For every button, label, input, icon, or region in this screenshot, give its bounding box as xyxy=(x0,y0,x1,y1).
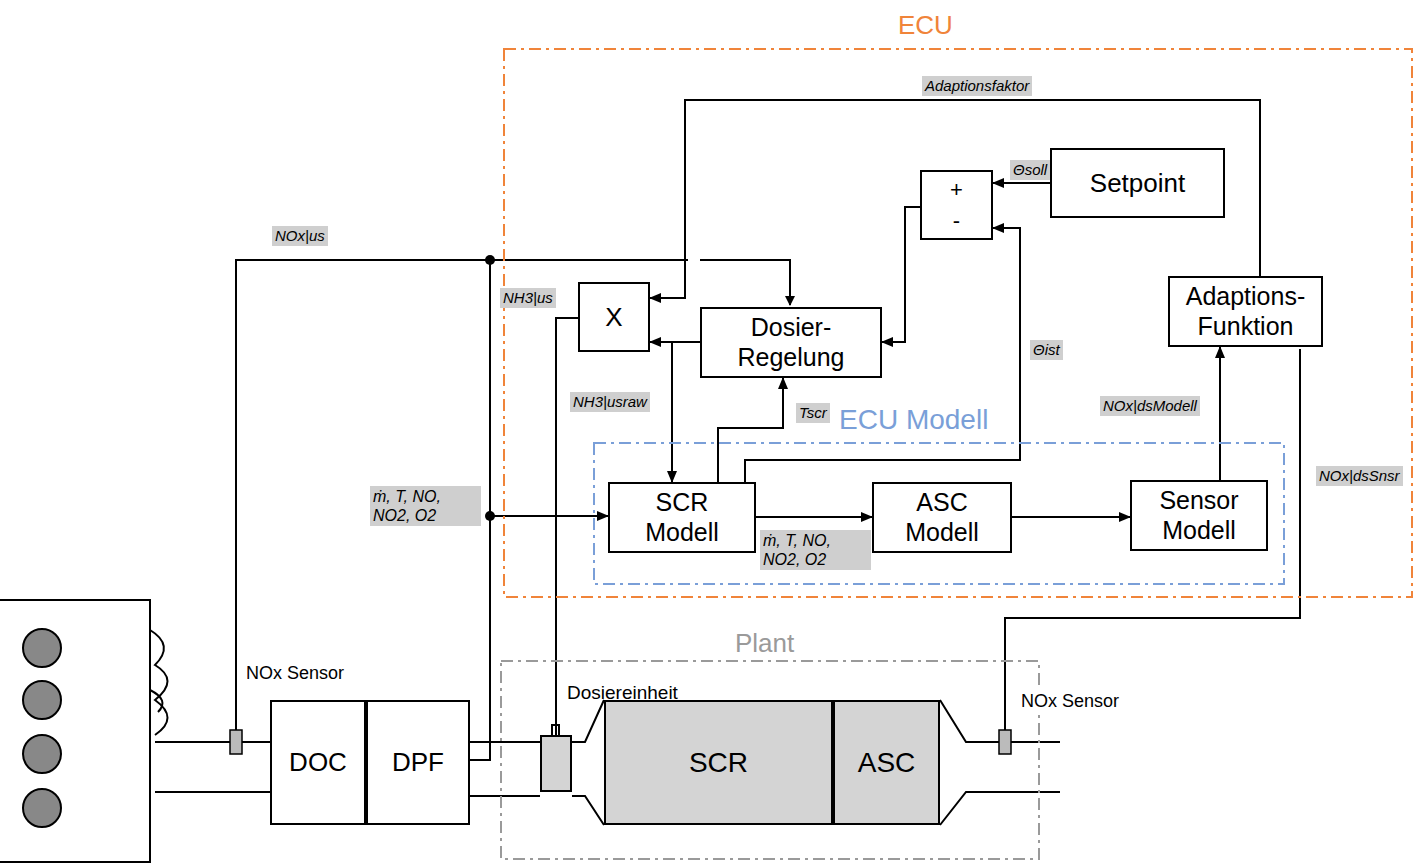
box-label: ASC xyxy=(858,746,916,779)
signal-label: Tscr xyxy=(796,403,830,423)
connector xyxy=(470,516,608,760)
controller-box: Dosier- Regelung xyxy=(700,307,882,378)
box-label: Sensor Modell xyxy=(1138,486,1260,545)
connector xyxy=(1012,516,1130,518)
box-label: Setpoint xyxy=(1090,168,1185,199)
signal-label: NH3|usraw xyxy=(570,392,650,412)
box-label: - xyxy=(953,208,960,234)
signal-wire xyxy=(236,260,1300,730)
heading: Dosiereinheit xyxy=(567,682,678,704)
connector xyxy=(1219,347,1221,480)
signal-label: Θist xyxy=(1030,340,1063,360)
box-label: + xyxy=(950,177,963,203)
signal-label: NOx|us xyxy=(272,226,328,246)
connector xyxy=(718,378,783,482)
signal-label: NH3|us xyxy=(500,288,556,308)
junction-dot xyxy=(485,255,495,521)
connector xyxy=(556,318,578,735)
signal-label: NOx|dsModell xyxy=(1100,396,1200,416)
connector xyxy=(672,342,700,482)
catalyst-box: SCR xyxy=(604,700,833,825)
box-label: ASC Modell xyxy=(880,488,1004,547)
signal-label: ṁ, T, NO, NO2, O2 xyxy=(370,486,481,526)
signal-label: Θsoll xyxy=(1010,160,1050,180)
box-label: SCR xyxy=(689,746,748,779)
model-box: SCR Modell xyxy=(608,482,756,553)
dosing-unit: Dosiereinheit xyxy=(540,735,572,792)
box-label: DOC xyxy=(289,747,347,778)
exhaust-pipe xyxy=(155,700,1060,825)
connector xyxy=(650,100,1260,298)
box-label: Adaptions- Funktion xyxy=(1176,282,1315,341)
summing-junction: +- xyxy=(920,170,993,240)
heading: ECU Modell xyxy=(839,404,988,436)
box-label: Dosier- Regelung xyxy=(708,313,874,372)
connector xyxy=(882,207,920,342)
setpoint-box: Setpoint xyxy=(1050,148,1225,218)
signal-label: NOx Sensor xyxy=(243,662,347,686)
connector xyxy=(993,182,1050,184)
signal-label: Adaptionsfaktor xyxy=(922,76,1032,96)
catalyst-box: DOC xyxy=(270,700,366,825)
ecu-region: ECUSetpoint+-XDosier- RegelungAdaptions-… xyxy=(503,48,1413,598)
filter-box: DPF xyxy=(366,700,470,825)
multiplier-box: X xyxy=(578,282,650,352)
box-label: SCR Modell xyxy=(616,488,748,547)
heading: ECU xyxy=(898,10,953,41)
connector xyxy=(756,516,872,518)
engine xyxy=(0,600,168,862)
signal-label: NOx Sensor xyxy=(1018,690,1122,714)
model-box: Sensor Modell xyxy=(1130,480,1268,551)
model-region: ECU ModellSCR ModellASC ModellSensor Mod… xyxy=(593,442,1285,585)
signal-label: NOx|dsSnsr xyxy=(1316,466,1403,486)
box-label: X xyxy=(605,302,622,333)
plant-region: PlantSCRASCDosiereinheit xyxy=(500,660,1040,860)
box-label: DPF xyxy=(392,747,444,778)
heading: Plant xyxy=(735,628,794,659)
model-box: ASC Modell xyxy=(872,482,1012,553)
catalyst-box: ASC xyxy=(833,700,940,825)
signal-label: ṁ, T, NO, NO2, O2 xyxy=(760,530,871,570)
adaption-box: Adaptions- Funktion xyxy=(1168,276,1323,347)
